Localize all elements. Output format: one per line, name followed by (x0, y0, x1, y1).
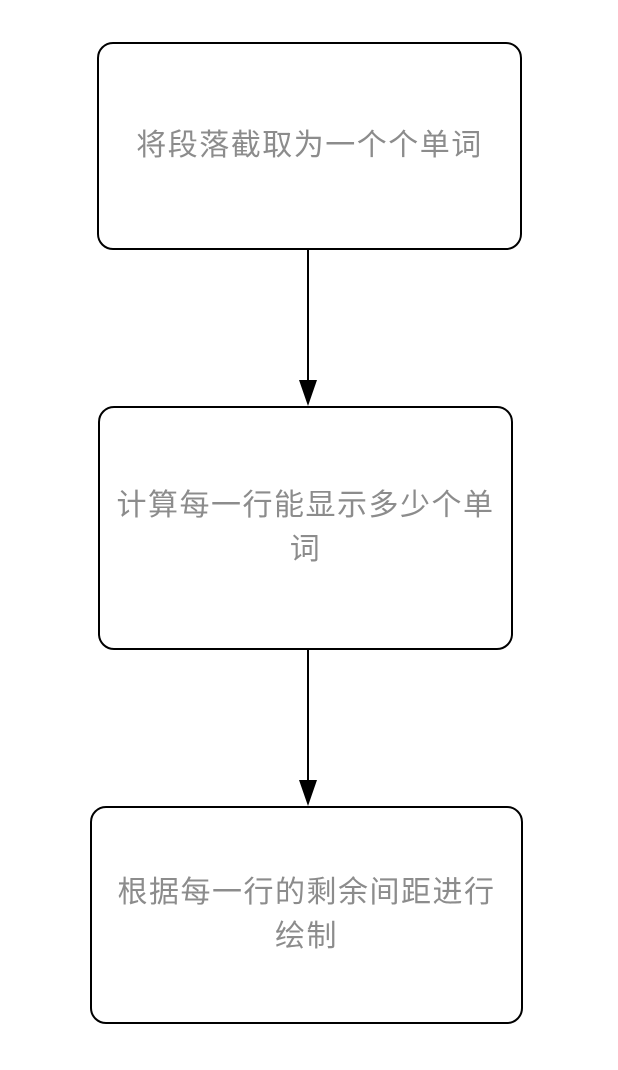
arrow-head-icon (299, 380, 317, 406)
node-step-1-label: 将段落截取为一个个单词 (136, 129, 483, 162)
arrow-down-connector-2 (299, 650, 317, 806)
arrow-head-icon (299, 780, 317, 806)
arrow-down-connector-1 (299, 250, 317, 406)
node-step-2-label: 计算每一行能显示多少个单词 (116, 489, 495, 566)
node-step-3-label: 根据每一行的剩余间距进行绘制 (117, 876, 496, 953)
flowchart-node-step-2: 计算每一行能显示多少个单词 (98, 406, 513, 650)
flowchart-node-step-1: 将段落截取为一个个单词 (97, 42, 522, 250)
flowchart-node-step-3: 根据每一行的剩余间距进行绘制 (90, 806, 523, 1024)
